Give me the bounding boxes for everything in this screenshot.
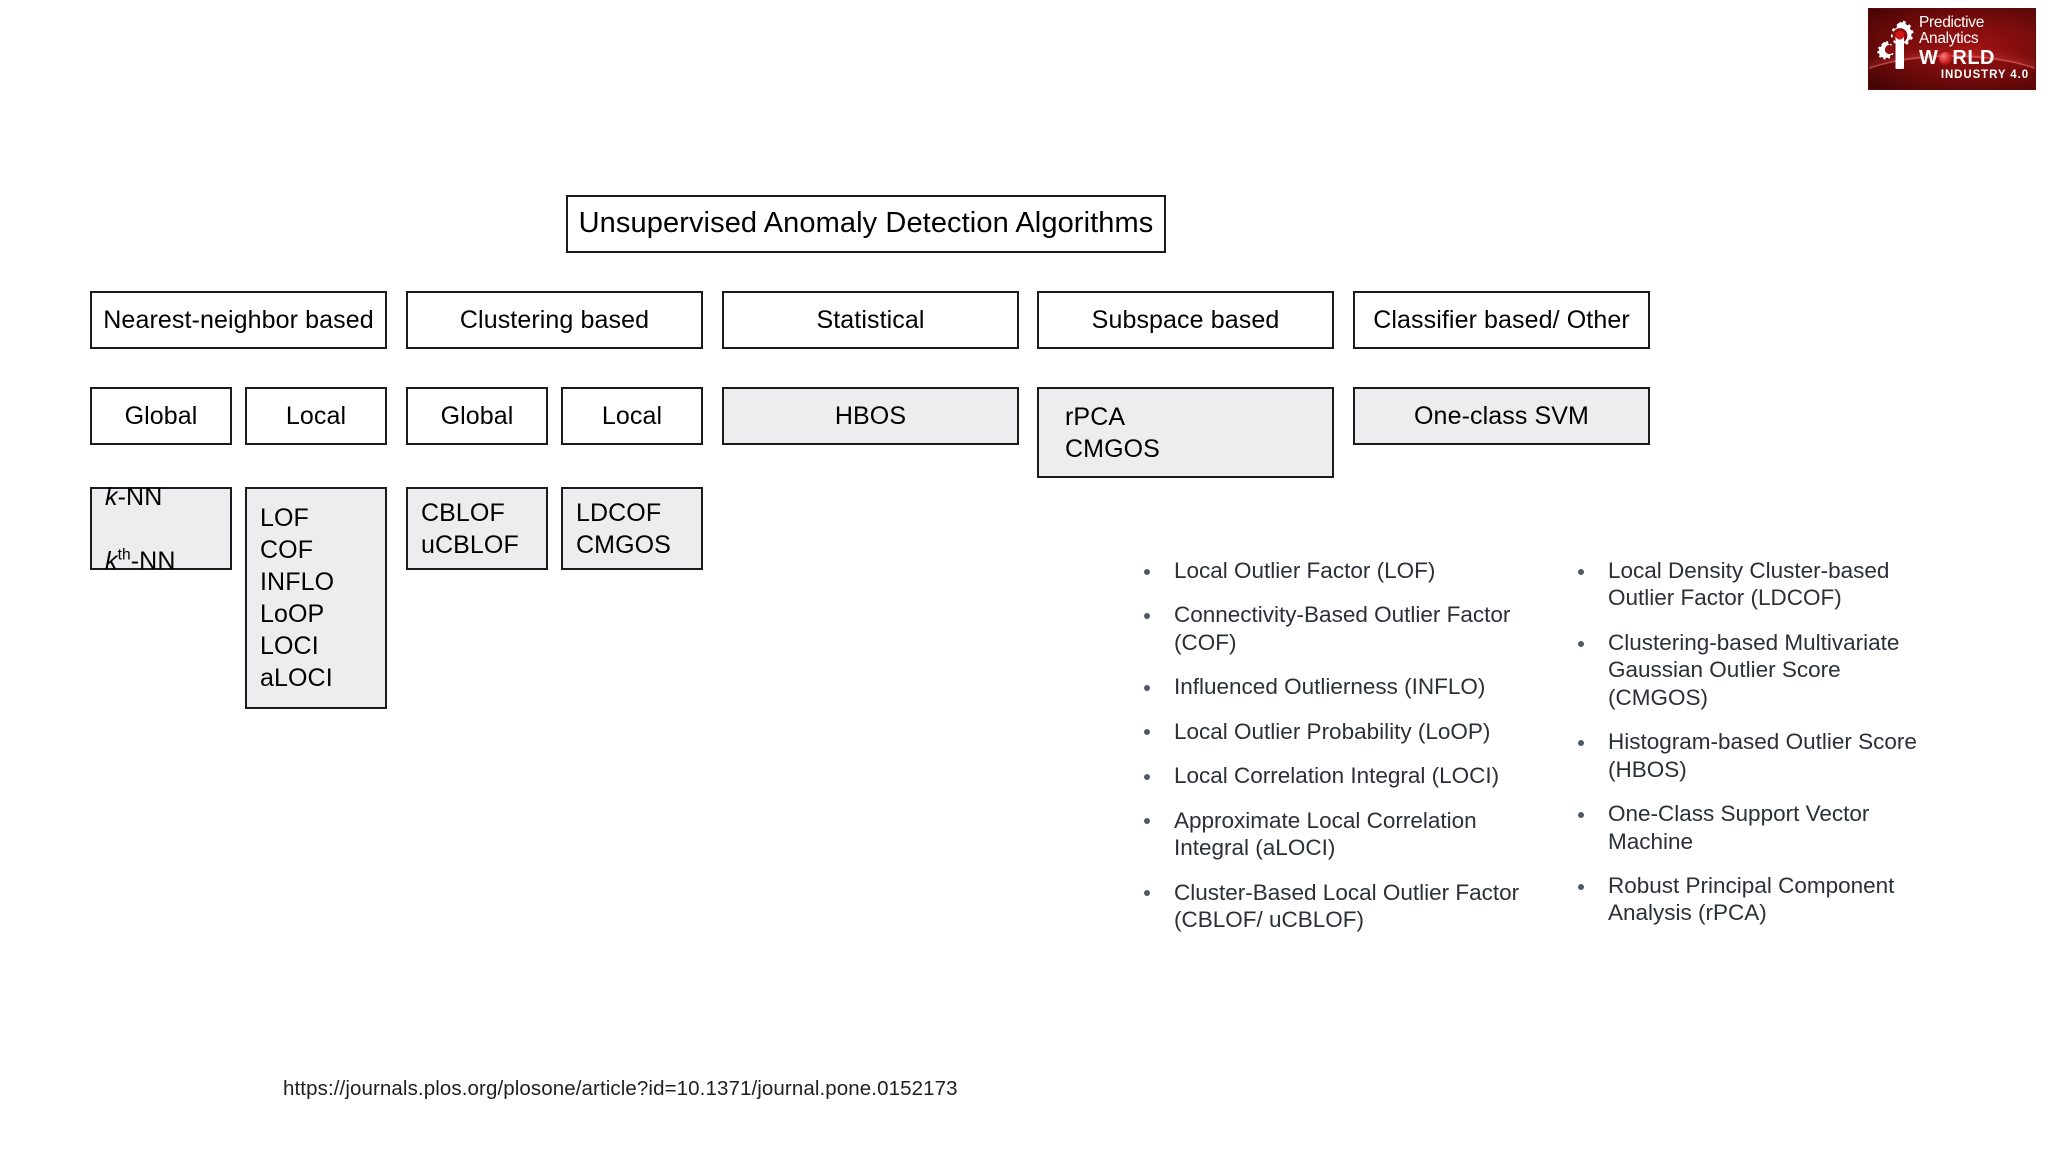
list-item: Local Outlier Probability (LoOP): [1138, 718, 1538, 745]
legend-text: Approximate Local Correlation Integral (…: [1174, 807, 1477, 861]
category-box-classifier-other: Classifier based/ Other: [1353, 291, 1650, 349]
bullet-icon: [1144, 613, 1150, 620]
subtype-box-nn-global: Global: [90, 387, 232, 445]
leaf-box-local-nn-algorithms: LOF COF INFLO LoOP LOCI aLOCI: [245, 487, 387, 709]
bullet-icon: [1578, 883, 1584, 890]
list-item: Local Density Cluster-based Outlier Fact…: [1572, 557, 1932, 612]
legend-text: Robust Principal Component Analysis (rPC…: [1608, 872, 1895, 926]
legend-text: Histogram-based Outlier Score (HBOS): [1608, 729, 1917, 782]
list-item: Clustering-based Multivariate Gaussian O…: [1572, 629, 1932, 711]
list-item: Local Correlation Integral (LOCI): [1138, 762, 1538, 789]
category-box-subspace: Subspace based: [1037, 291, 1334, 349]
legend-text: Cluster-Based Local Outlier Factor (CBLO…: [1174, 879, 1520, 932]
diagram-title-box: Unsupervised Anomaly Detection Algorithm…: [566, 195, 1166, 253]
logo-line-industry: INDUSTRY 4.0: [1940, 68, 2029, 81]
bullet-icon: [1578, 568, 1584, 575]
leaf-box-knn: k-NN kth-NN: [90, 483, 232, 575]
subtype-box-clustering-global: Global: [406, 387, 548, 445]
bullet-icon: [1144, 818, 1150, 825]
bullet-icon: [1144, 568, 1150, 575]
bullet-icon: [1144, 773, 1150, 780]
list-item: Influenced Outlierness (INFLO): [1138, 673, 1538, 700]
subtype-box-clustering-local: Local: [561, 387, 703, 445]
legend-text: Clustering-based Multivariate Gaussian O…: [1608, 629, 1900, 710]
legend-column-left: Local Outlier Factor (LOF) Connectivity-…: [1138, 557, 1538, 950]
legend-column-right: Local Density Cluster-based Outlier Fact…: [1572, 557, 1932, 944]
list-item: Local Outlier Factor (LOF): [1138, 557, 1538, 584]
list-item: Histogram-based Outlier Score (HBOS): [1572, 728, 1932, 783]
logo-line-predictive: Predictive: [1919, 14, 1985, 31]
category-box-statistical: Statistical: [722, 291, 1019, 349]
legend-text: One-Class Support Vector Machine: [1608, 801, 1870, 854]
logo-arc-decoration: [1869, 55, 2035, 89]
subtype-box-one-class-svm: One-class SVM: [1353, 387, 1650, 445]
leaf-box-knn-lines: k-NN kth-NN: [105, 449, 175, 609]
list-item: Approximate Local Correlation Integral (…: [1138, 807, 1538, 862]
source-url-text: https://journals.plos.org/plosone/articl…: [283, 1077, 958, 1100]
category-box-clustering: Clustering based: [406, 291, 703, 349]
list-item: One-Class Support Vector Machine: [1572, 800, 1932, 855]
leaf-box-cblof: CBLOF uCBLOF: [406, 487, 548, 570]
bullet-icon: [1578, 739, 1584, 746]
subtype-box-nn-local: Local: [245, 387, 387, 445]
bullet-icon: [1578, 811, 1584, 818]
legend-text: Local Density Cluster-based Outlier Fact…: [1608, 558, 1890, 611]
bullet-icon: [1578, 640, 1584, 647]
subtype-box-rpca-cmgos: rPCA CMGOS: [1037, 387, 1334, 478]
category-box-nearest-neighbor: Nearest-neighbor based: [90, 291, 387, 349]
legend-text: Local Correlation Integral (LOCI): [1174, 763, 1500, 789]
legend-text: Influenced Outlierness (INFLO): [1174, 674, 1486, 700]
bullet-icon: [1144, 685, 1150, 691]
list-item: Robust Principal Component Analysis (rPC…: [1572, 872, 1932, 927]
legend-text: Connectivity-Based Outlier Factor (COF): [1174, 602, 1511, 655]
leaf-box-ldcof-cmgos: LDCOF CMGOS: [561, 487, 703, 570]
subtype-box-hbos: HBOS: [722, 387, 1019, 445]
list-item: Connectivity-Based Outlier Factor (COF): [1138, 601, 1538, 656]
legend-text: Local Outlier Factor (LOF): [1174, 558, 1436, 583]
leaf-knn-line-1: k-NN: [105, 482, 163, 511]
leaf-knn-line-2: kth-NN: [105, 546, 176, 575]
bullet-icon: [1144, 890, 1150, 897]
logo-line-analytics: Analytics: [1919, 29, 1979, 47]
globe-icon: [1938, 51, 1952, 65]
legend-text: Local Outlier Probability (LoOP): [1174, 718, 1491, 744]
gear-icon: [1877, 20, 1914, 69]
bullet-icon: [1144, 729, 1150, 736]
list-item: Cluster-Based Local Outlier Factor (CBLO…: [1138, 879, 1538, 934]
